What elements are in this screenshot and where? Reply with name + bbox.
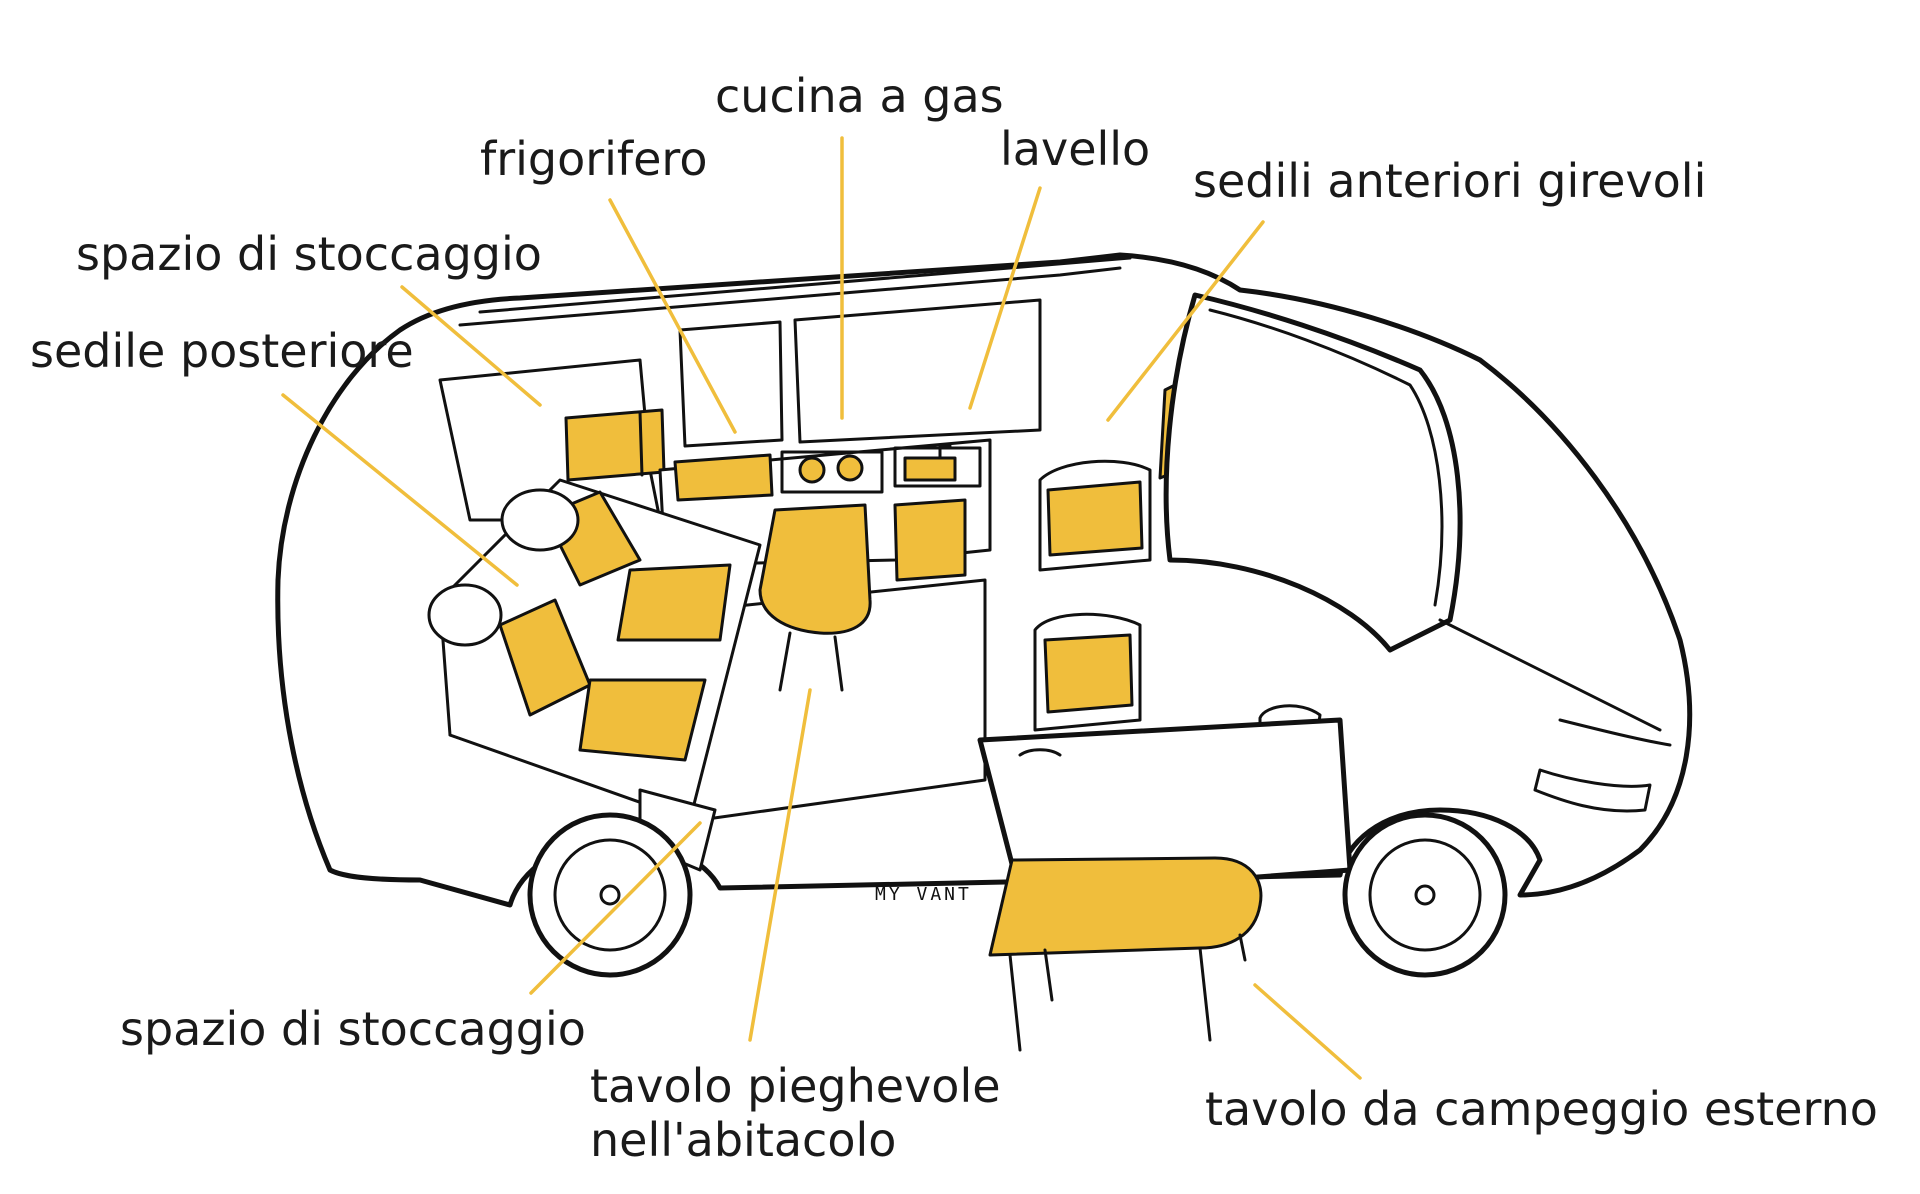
labels: cucina a gas frigorifero lavello sedili … — [30, 69, 1878, 1167]
ext-table-leg-3 — [1198, 946, 1212, 1042]
label-nell-abitacolo: nell'abitacolo — [590, 1113, 896, 1167]
ext-table-leg-4 — [1238, 933, 1247, 962]
grille-line — [1558, 718, 1672, 747]
leader-sedile-posteriore — [281, 393, 519, 587]
rear-storage-cabinet — [564, 408, 666, 482]
leader-lines — [281, 136, 1362, 1080]
headrest-lower — [427, 583, 503, 647]
kitchen-lower-cabinet — [893, 498, 967, 582]
rear-wheel — [527, 812, 693, 978]
headrest-upper — [500, 488, 580, 552]
ext-table-leg-2 — [1043, 948, 1054, 1002]
van-side-text: MY VANT — [875, 884, 972, 905]
fridge — [673, 453, 774, 502]
roof-rail — [478, 256, 1132, 314]
interior-folding-table — [758, 503, 872, 635]
label-tavolo-pieghevole: tavolo pieghevole — [590, 1059, 1001, 1113]
leader-sedili — [1106, 220, 1265, 422]
rear-seat-cushion-upper — [616, 563, 732, 642]
door-handle — [1018, 748, 1062, 757]
burner-right — [836, 454, 864, 482]
label-lavello: lavello — [1000, 122, 1150, 176]
label-tavolo-campeggio-esterno: tavolo da campeggio esterno — [1205, 1082, 1878, 1136]
headlight — [1533, 768, 1652, 813]
windshield-inner — [1208, 308, 1444, 607]
label-spazio-stoccaggio-alto: spazio di stoccaggio — [76, 227, 542, 281]
burner-left — [798, 456, 826, 484]
roof-line — [458, 266, 1122, 327]
ext-table-leg-1 — [1008, 953, 1022, 1052]
label-sedile-posteriore: sedile posteriore — [30, 324, 414, 378]
leader-tavolo-esterno — [1253, 983, 1362, 1080]
van-illustration: MY VANT — [275, 252, 1693, 1052]
hood-line — [1438, 618, 1662, 732]
window-left — [678, 320, 784, 448]
table-leg-right — [833, 635, 844, 692]
label-sedili-anteriori: sedili anteriori girevoli — [1193, 154, 1706, 208]
leader-frigorifero — [608, 198, 737, 434]
windshield-frame — [1163, 292, 1463, 653]
leader-lavello — [968, 186, 1042, 410]
stove-plate — [780, 450, 884, 494]
exterior-camping-table — [988, 856, 1263, 957]
leader-stoccaggio-alto — [400, 285, 542, 407]
front-seat-upper — [1046, 480, 1144, 557]
sink-counter — [893, 446, 982, 488]
sink-basin — [903, 456, 957, 482]
window-right — [793, 298, 1042, 444]
leader-stoccaggio-basso — [529, 821, 702, 995]
leader-tavolo-interno — [748, 688, 812, 1042]
cabinet-divider — [638, 410, 644, 477]
rear-wall — [438, 358, 662, 522]
label-cucina-a-gas: cucina a gas — [715, 69, 1004, 123]
table-leg-left — [778, 631, 792, 692]
sink-tap — [938, 444, 952, 460]
label-frigorifero: frigorifero — [480, 132, 707, 186]
rear-seat-cushion-lower — [578, 678, 707, 762]
front-seat-lower — [1043, 633, 1134, 714]
front-wheel — [1342, 812, 1508, 978]
label-spazio-stoccaggio-basso: spazio di stoccaggio — [120, 1002, 586, 1056]
